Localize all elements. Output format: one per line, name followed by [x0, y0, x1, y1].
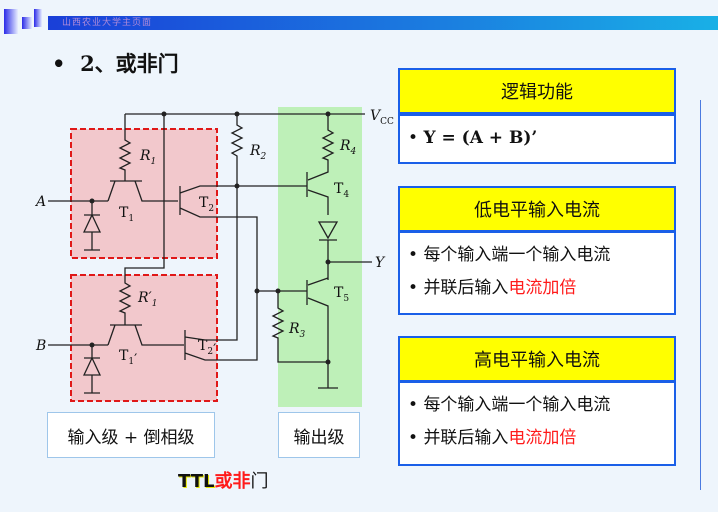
panel-high-input-body: • 每个输入端一个输入电流 • 并联后输入电流加倍 — [398, 381, 676, 466]
ttl-nor-circuit: VCC A B Y R1 R′1 R2 R3 R4 T1 T1′ T2 T2′ … — [34, 107, 394, 407]
header-text: 山西农业大学主页面 — [62, 18, 153, 28]
list-item: • 并联后输入电流加倍 — [408, 278, 577, 298]
t2-label: T2 — [199, 195, 214, 214]
logic-formula: Y = (A + B)’ — [423, 128, 538, 148]
bullet: • — [52, 51, 66, 76]
panel-logic-header: 逻辑功能 — [398, 68, 676, 114]
r4-label: R4 — [339, 138, 357, 157]
r1-label: R1 — [139, 148, 156, 167]
item-highlight: 电流加倍 — [508, 428, 577, 448]
input-a-label: A — [34, 194, 46, 210]
title-text: 2、或非门 — [80, 51, 179, 76]
right-rule — [700, 100, 701, 490]
slide-title: • 2、或非门 — [52, 48, 179, 78]
input-stage-label: 输入级 + 倒相级 — [47, 412, 215, 458]
r3-label: R3 — [288, 321, 306, 340]
output-stage-label: 输出级 — [278, 412, 360, 458]
r1p-label: R′1 — [137, 290, 157, 309]
caption-nor: 或非 — [214, 471, 251, 492]
t4-label: T4 — [334, 181, 349, 200]
logo-block — [22, 17, 32, 29]
panel-low-input-body: • 每个输入端一个输入电流 • 并联后输入电流加倍 — [398, 231, 676, 315]
list-item: • 每个输入端一个输入电流 — [408, 395, 611, 415]
header-bar — [48, 16, 718, 30]
item-text: 每个输入端一个输入电流 — [423, 245, 611, 265]
logo-block — [34, 9, 42, 27]
item-text: 并联后输入 — [423, 278, 509, 298]
output-stage-box — [278, 107, 362, 407]
vcc-label: VCC — [370, 108, 394, 127]
panel-low-input-header: 低电平输入电流 — [398, 186, 676, 232]
t5-label: T5 — [334, 285, 349, 304]
caption-ttl: TTL — [178, 471, 215, 492]
input-stage-a-box — [70, 128, 218, 259]
caption-gate: 门 — [250, 471, 269, 492]
logo-block — [4, 9, 18, 34]
circuit-caption: TTL或非门 — [178, 467, 268, 493]
output-y-label: Y — [375, 255, 386, 271]
item-highlight: 电流加倍 — [508, 278, 577, 298]
panel-high-input-header: 高电平输入电流 — [398, 336, 676, 382]
input-b-label: B — [35, 338, 46, 354]
t1-label: T1 — [119, 205, 134, 224]
r2-label: R2 — [249, 143, 267, 162]
item-text: 并联后输入 — [423, 428, 509, 448]
list-item: • 并联后输入电流加倍 — [408, 428, 577, 448]
list-item: • 每个输入端一个输入电流 — [408, 245, 611, 265]
item-text: 每个输入端一个输入电流 — [423, 395, 611, 415]
list-item: • Y = (A + B)’ — [408, 128, 538, 148]
panel-logic-body: • Y = (A + B)’ — [398, 114, 676, 164]
